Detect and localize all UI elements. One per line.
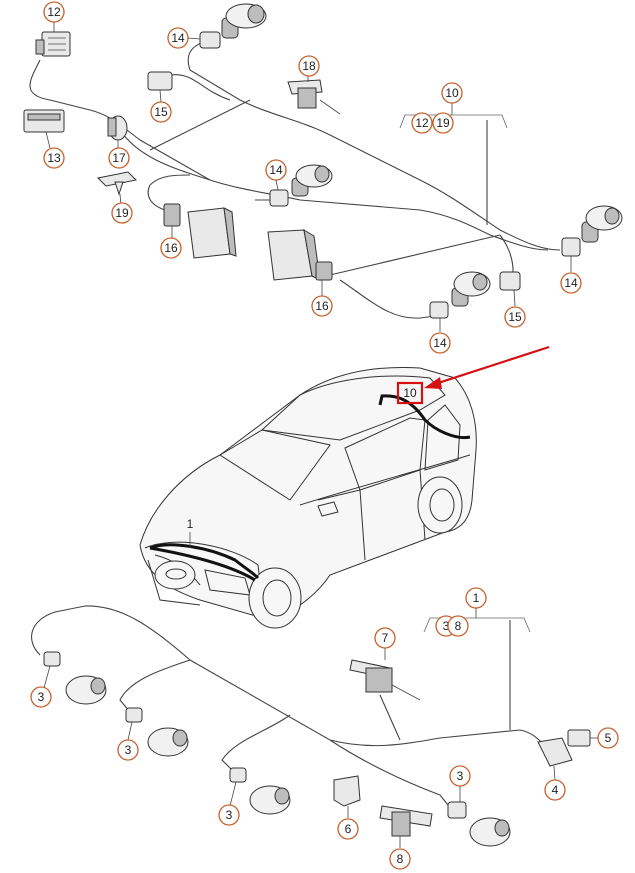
svg-text:3: 3 [457,769,464,783]
svg-text:19: 19 [436,116,450,130]
callout-8: 8 [389,848,411,870]
svg-text:3: 3 [226,808,233,822]
svg-text:8: 8 [397,852,404,866]
callout-14-top: 14 [167,27,189,49]
svg-text:13: 13 [47,151,61,165]
connector-13-shape [23,109,65,149]
svg-text:1: 1 [187,517,194,531]
sensor-14-top-shape [199,3,267,49]
svg-text:19: 19 [115,206,129,220]
clip-18-shape [287,76,341,115]
svg-text:7: 7 [382,631,389,645]
front-harness-wires [31,605,549,806]
svg-text:16: 16 [164,241,178,255]
callout-6: 6 [337,818,359,840]
clip-19-shape [96,171,138,207]
callout-12-bracket: 12 [411,112,433,134]
svg-text:14: 14 [433,336,447,350]
connector-15-right-shape [499,271,521,307]
callout-1-car: 1 [187,517,194,531]
svg-text:16: 16 [315,299,329,313]
grommet-17-shape [107,115,128,152]
callout-5: 5 [597,727,619,749]
callout-3-right: 3 [449,765,471,787]
svg-text:3: 3 [443,619,450,633]
callout-4: 4 [544,779,566,801]
clip-8-shape [379,805,433,848]
bracket-6-shape [333,775,361,818]
callout-1-front: 1 [465,587,487,609]
svg-text:18: 18 [302,59,316,73]
highlight-arrow [396,345,550,405]
callout-16-left: 16 [160,237,182,259]
sensor-14-middle-shape [269,164,333,207]
svg-text:5: 5 [605,731,612,745]
car-illustration [139,367,477,629]
callout-7: 7 [374,627,396,649]
callout-12-top: 12 [43,1,65,23]
control-unit-16-right-shape [267,229,333,296]
callout-15-top: 15 [150,101,172,123]
svg-text:4: 4 [552,783,559,797]
svg-text:14: 14 [269,163,283,177]
connector-5-shape [567,729,598,747]
callout-18: 18 [298,55,320,77]
control-unit-16-left-shape [163,203,237,259]
callout-10-car: 10 [403,386,417,400]
svg-text:12: 12 [47,5,61,19]
svg-text:1: 1 [473,591,480,605]
svg-text:3: 3 [125,743,132,757]
svg-text:8: 8 [455,619,462,633]
callout-16-right: 16 [311,295,333,317]
callout-15-right: 15 [504,306,526,328]
svg-text:14: 14 [564,276,578,290]
callout-14-lower: 14 [429,332,451,354]
connector-4-shape [537,737,573,781]
callout-3-second: 3 [117,739,139,761]
svg-text:12: 12 [415,116,429,130]
svg-text:15: 15 [154,105,168,119]
sensor-3-second-shape [125,707,189,757]
callout-14-right: 14 [560,272,582,294]
connector-15-top-shape [147,71,173,103]
rear-harness-wires [29,39,561,319]
svg-text:10: 10 [445,86,459,100]
clip-7-shape [349,648,421,701]
sensor-3-right-shape [447,786,511,847]
svg-text:3: 3 [38,690,45,704]
callout-19-bracket: 19 [432,112,454,134]
sensor-3-third-shape [229,767,291,815]
connector-12-shape [35,31,71,57]
svg-text:14: 14 [171,31,185,45]
callout-3-third: 3 [218,804,240,826]
callout-13: 13 [43,147,65,169]
sensor-3-left-shape [43,651,107,705]
sensor-14-lower-shape [429,271,491,332]
callout-17: 17 [108,147,130,169]
callout-14-middle: 14 [265,159,287,181]
callout-19: 19 [111,202,133,224]
svg-text:15: 15 [508,310,522,324]
svg-text:17: 17 [112,151,126,165]
callout-3-left: 3 [30,686,52,708]
sensor-14-right-shape [561,205,623,272]
callout-8-bracket: 8 [447,615,469,637]
callout-10-top: 10 [441,82,463,104]
svg-text:6: 6 [345,822,352,836]
